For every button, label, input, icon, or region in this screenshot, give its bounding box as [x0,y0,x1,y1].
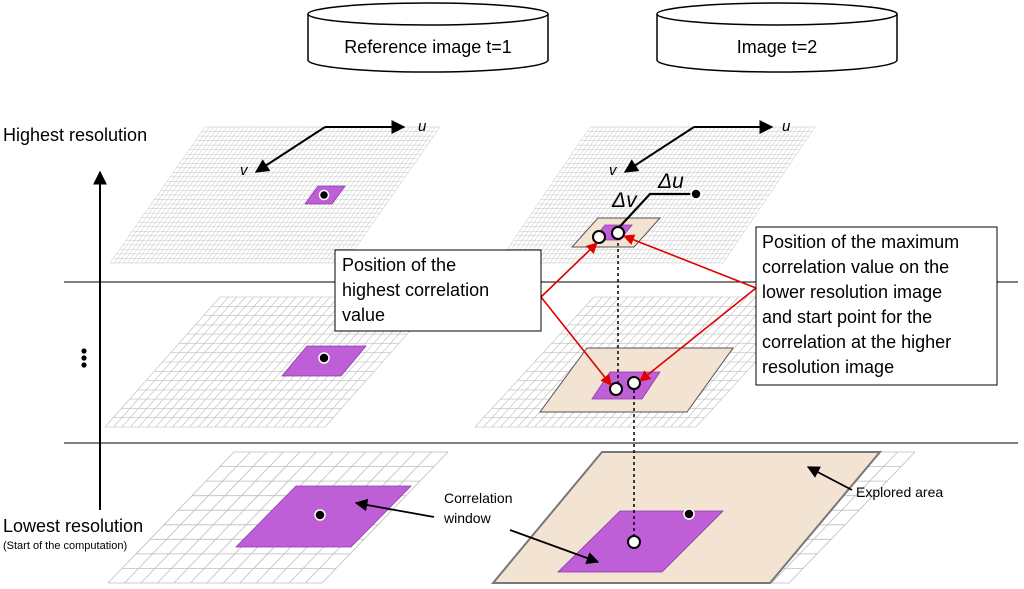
correlation-window-arrow-2 [509,529,600,565]
maximum-correlation-line-2: correlation value on the [762,257,949,277]
highest-resolution-label: Highest resolution [3,125,147,145]
computation-start-note: (Start of the computation) [3,540,127,552]
reference-image-database: Reference image t=1 [307,2,549,73]
highest-correlation-arrows [540,242,612,386]
maximum-correlation-callout: Position of the maximum correlation valu… [755,226,998,386]
result-dot-top-left [592,230,606,244]
ellipsis-dots [81,348,87,368]
maximum-correlation-arrows [622,234,757,382]
reference-image-label: Reference image t=1 [344,37,512,57]
result-dot-top-right [611,226,625,240]
position-dot-ref-top [318,189,330,201]
offset-lines [611,192,696,236]
maximum-correlation-line-3: lower resolution image [762,282,942,302]
lowest-resolution-label: Lowest resolution [3,516,143,536]
highest-correlation-line-3: value [342,305,385,325]
current-image-label: Image t=2 [737,37,818,57]
delta-v-label: Δv [611,189,638,212]
maximum-correlation-line-4: and start point for the [762,307,932,327]
position-dot-img-top [690,188,702,200]
highest-correlation-callout: Position of the highest correlation valu… [334,249,542,332]
v-axis-label-reference: v [240,162,249,179]
result-dot-mid-right [627,376,641,390]
correlation-window-label-1: Correlation [444,490,512,506]
position-dot-ref-bottom [314,509,326,521]
correlation-window-arrow [354,498,435,518]
highest-correlation-line-2: highest correlation [342,280,489,300]
delta-u-label: Δu [657,170,684,193]
maximum-correlation-line-1: Position of the maximum [762,232,959,252]
position-dot-ref-mid [318,352,330,364]
uv-axes-image: u v [609,118,791,179]
result-dot-mid-left [609,382,623,396]
uv-axes-reference: u v [240,118,427,179]
grid-highres-reference [109,126,441,264]
highest-correlation-line-1: Position of the [342,255,456,275]
current-image-database: Image t=2 [656,2,898,73]
u-axis-label-reference: u [418,118,427,135]
u-axis-label-image: u [782,118,791,135]
explored-area-arrow [806,466,853,491]
v-axis-label-image: v [609,162,618,179]
maximum-correlation-line-5: correlation at the higher [762,332,951,352]
result-dot-bottom [627,535,641,549]
maximum-correlation-line-6: resolution image [762,357,894,377]
correlation-window-label-2: window [443,510,492,526]
position-dot-img-bottom [683,508,695,520]
explored-area-label: Explored area [856,484,943,500]
